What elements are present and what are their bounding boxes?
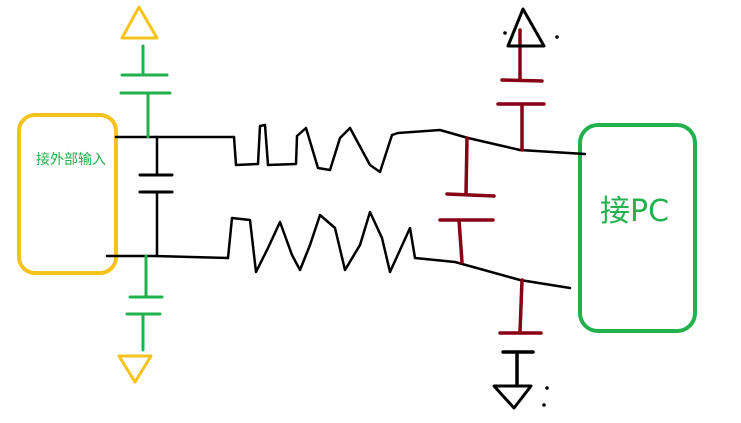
right-pc-label: 接PC xyxy=(600,194,669,229)
wires xyxy=(105,123,587,290)
right-bottom-ground-lead xyxy=(501,350,535,386)
bottom-wire-left xyxy=(105,254,230,260)
bottom-inductor-coil xyxy=(226,210,572,290)
right-bottom-dot-upper xyxy=(545,386,549,390)
right-top-capacitor xyxy=(496,28,546,152)
right-bottom-cap-lead-upper xyxy=(518,278,524,334)
right-bottom-ground-icon xyxy=(492,384,533,410)
right-shunt-lead-lower xyxy=(457,218,464,264)
right-top-dot-right xyxy=(555,35,559,39)
left-bottom-capacitor xyxy=(125,254,164,352)
right-pc-box xyxy=(578,123,697,333)
right-top-dot-left xyxy=(503,31,507,35)
left-shunt-capacitor xyxy=(138,173,174,194)
right-bottom-capacitor xyxy=(498,278,543,335)
left-top-ground-icon xyxy=(120,5,159,40)
top-wire-right xyxy=(518,148,587,156)
left-input-label: 接外部输入 xyxy=(36,151,106,168)
left-input-box xyxy=(17,113,118,275)
left-bottom-ground-icon xyxy=(117,354,153,384)
right-shunt-capacitor xyxy=(438,136,496,264)
right-top-cap-plate-1 xyxy=(500,78,544,83)
right-bottom-dot-lower xyxy=(542,403,546,407)
left-top-capacitor xyxy=(119,44,172,139)
right-top-ground-icon xyxy=(506,7,546,48)
right-shunt-lead-upper xyxy=(464,136,469,196)
right-shunt-plate-1 xyxy=(445,192,496,198)
top-inductor-coil xyxy=(232,123,522,174)
